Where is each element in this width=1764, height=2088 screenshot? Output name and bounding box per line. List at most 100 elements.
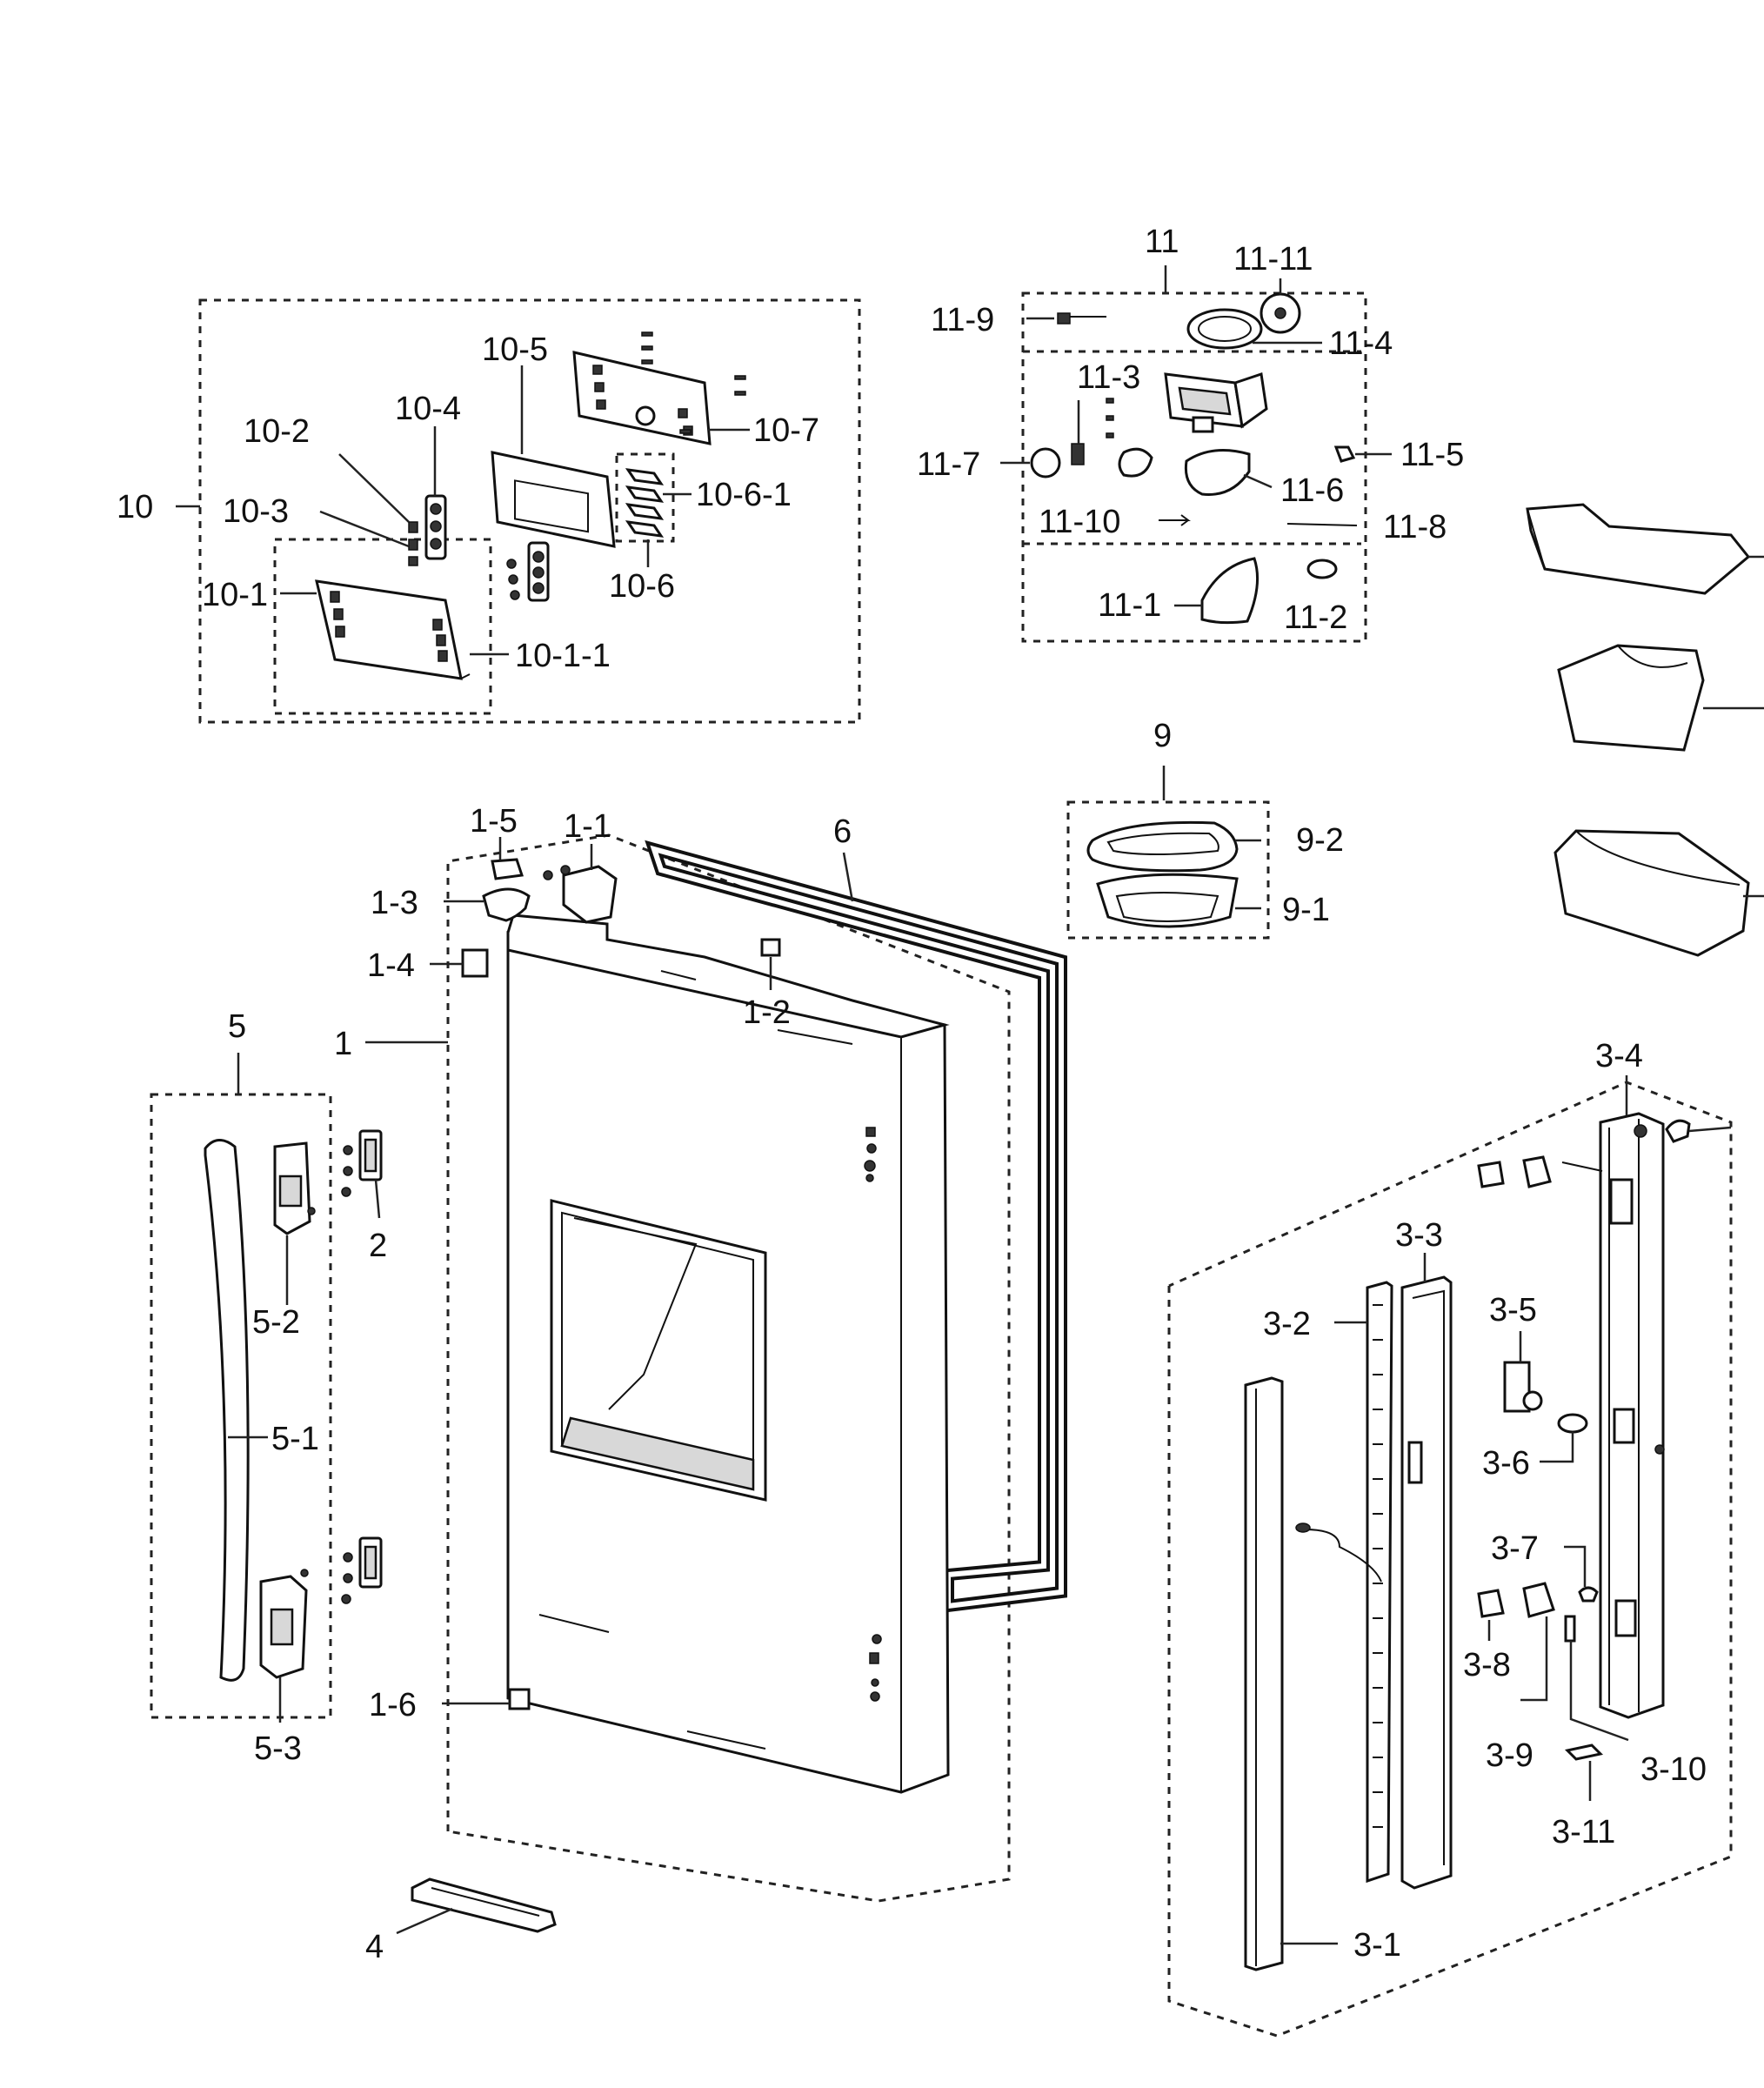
label-5-1: 5-1 <box>271 1421 319 1457</box>
group-9-funnel <box>1066 766 1270 940</box>
part-9-1-cup <box>1096 873 1239 928</box>
label-10-6-1: 10-6-1 <box>696 477 792 513</box>
label-10-4: 10-4 <box>395 391 461 427</box>
label-3-9: 3-9 <box>1486 1737 1533 1774</box>
label-11-1: 11-1 <box>1098 587 1161 624</box>
door-bins <box>1526 503 1764 957</box>
part-10-1-1-edge <box>460 673 471 679</box>
part-3-4-cap <box>1665 1119 1691 1143</box>
door-bin-middle <box>1557 644 1764 752</box>
part-10-7-board <box>572 351 712 445</box>
group-10-leaders <box>176 365 750 656</box>
label-11-5: 11-5 <box>1400 437 1464 473</box>
part-5-2-bracket <box>273 1141 316 1235</box>
part-3-9 <box>1522 1582 1555 1618</box>
group-1-boundary <box>446 833 1011 1903</box>
group-3-mullion <box>1167 1075 1733 2038</box>
group-5-boundary <box>150 1093 332 1719</box>
part-11-9 <box>1057 312 1071 325</box>
part-11-screws <box>1106 398 1114 438</box>
label-3-1: 3-1 <box>1353 1927 1401 1964</box>
label-1: 1 <box>334 1026 352 1062</box>
part-11-2 <box>1306 559 1338 579</box>
part-3-clip-a <box>1477 1161 1505 1188</box>
label-10-2: 10-2 <box>244 413 310 450</box>
leader-3-7 <box>1564 1545 1587 1587</box>
label-10-1-1: 10-1-1 <box>515 638 611 674</box>
part-10-7-screws <box>641 331 746 434</box>
group-10-6-boundary <box>615 452 675 543</box>
part-11-1-heater <box>1200 557 1260 625</box>
part-11-3-motor <box>1164 372 1268 433</box>
label-11-2: 11-2 <box>1284 599 1347 636</box>
part-1-1-hinge-cap <box>562 865 618 924</box>
label-3-4: 3-4 <box>1595 1038 1643 1074</box>
part-1-2 <box>760 938 781 957</box>
label-3-8: 3-8 <box>1463 1647 1511 1683</box>
callout-labels: 10 10-1 10-1-1 10-2 10-3 10-4 10-5 10-6 … <box>117 224 1707 1965</box>
part-3-10 <box>1564 1615 1576 1643</box>
part-11-6-duct <box>1184 449 1251 496</box>
part-11-7-knob <box>1030 447 1061 478</box>
part-10-5-bracket <box>491 451 616 548</box>
group-11-ice-parts <box>1000 265 1392 643</box>
part-4-trim <box>396 1877 557 1935</box>
part-11-6-cam <box>1118 447 1153 478</box>
label-11-6: 11-6 <box>1280 472 1344 509</box>
part-10-7-center <box>635 405 656 426</box>
part-3-6 <box>1557 1413 1588 1434</box>
label-9-1: 9-1 <box>1282 892 1330 928</box>
label-11: 11 <box>1145 224 1179 260</box>
label-1-4: 1-4 <box>367 947 415 984</box>
label-10-1: 10-1 <box>202 577 268 613</box>
leader-2 <box>374 1179 381 1219</box>
label-10: 10 <box>117 489 153 525</box>
label-10-3: 10-3 <box>223 493 289 530</box>
part-1-door-slashes <box>538 970 853 1750</box>
part-10-1-buttons <box>330 591 448 662</box>
part-10-4-connector-lower <box>506 541 550 602</box>
label-6: 6 <box>833 813 852 850</box>
label-1-6: 1-6 <box>369 1687 417 1723</box>
group-10-boundary <box>198 298 861 724</box>
part-1-4 <box>461 948 489 978</box>
part-5-1-handle-bar <box>204 1139 250 1682</box>
label-3-3: 3-3 <box>1395 1217 1443 1254</box>
label-1-2: 1-2 <box>743 994 791 1031</box>
group-1-door <box>365 833 1067 1903</box>
part-11-10 <box>1159 514 1191 526</box>
group-10-control-panel <box>176 298 861 724</box>
part-3-1-cover <box>1244 1376 1284 1971</box>
part-3-3-frame <box>1400 1275 1453 1890</box>
part-3-2-wire <box>1304 1529 1382 1583</box>
part-2-hinge-blocks <box>341 1129 383 1604</box>
part-11-8 <box>1286 523 1358 526</box>
leader-3-6 <box>1540 1432 1574 1463</box>
label-11-9: 11-9 <box>931 302 994 338</box>
label-2: 2 <box>369 1228 387 1264</box>
door-bin-top <box>1526 503 1764 595</box>
label-1-3: 1-3 <box>371 885 418 921</box>
part-3-7 <box>1578 1586 1599 1603</box>
part-1-6 <box>508 1688 531 1710</box>
part-5-3-bracket <box>259 1569 309 1679</box>
part-10-3 <box>408 539 418 551</box>
label-4: 4 <box>365 1929 384 1965</box>
label-3-6: 3-6 <box>1482 1445 1530 1482</box>
label-3-5: 3-5 <box>1489 1292 1537 1328</box>
leader-3-9 <box>1520 1616 1548 1702</box>
group-9-boundary <box>1066 800 1270 940</box>
label-5-3: 5-3 <box>254 1730 302 1767</box>
part-1-door-top <box>506 914 950 1039</box>
label-10-5: 10-5 <box>482 331 548 368</box>
part-10-2 <box>408 521 418 533</box>
label-11-10: 11-10 <box>1039 504 1120 540</box>
part-11-5 <box>1333 445 1356 463</box>
leader-4 <box>396 1907 453 1935</box>
group-5-handle <box>150 1053 332 1723</box>
part-1-door-icons-lower <box>869 1634 882 1702</box>
label-11-8: 11-8 <box>1383 509 1447 545</box>
group-11-boundary <box>1021 291 1367 643</box>
label-3-2: 3-2 <box>1263 1306 1311 1342</box>
